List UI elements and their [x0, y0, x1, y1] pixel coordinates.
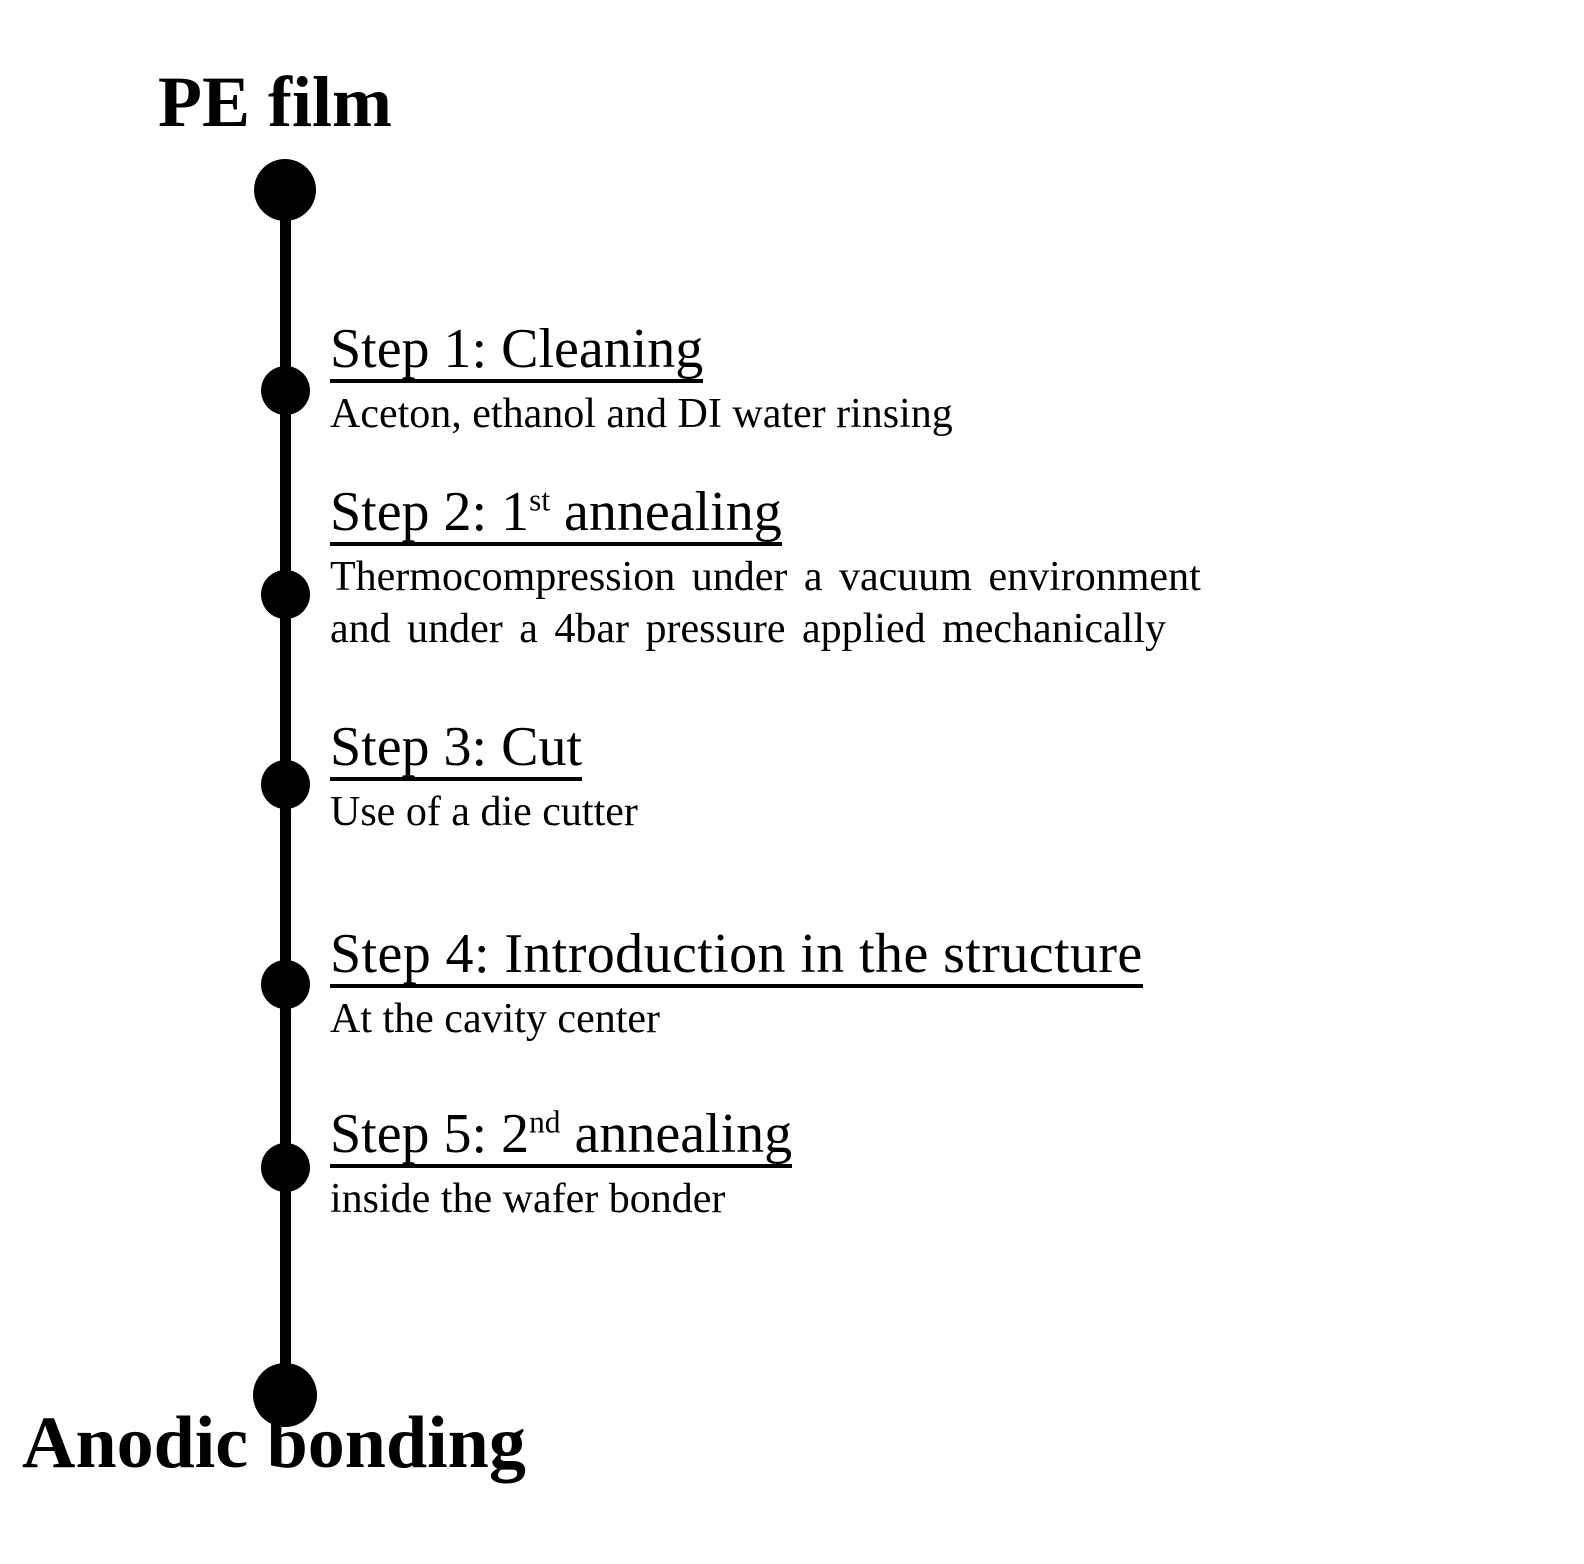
step-3-title-text: Step 3: Cut [330, 716, 583, 778]
timeline-node-step-4 [261, 960, 310, 1009]
step-5-description-line-1: inside the wafer bonder [330, 1176, 726, 1223]
step-2-title: Step 2: 1st annealing [330, 481, 782, 547]
step-3-title: Step 3: Cut [330, 716, 583, 782]
step-2-title-prefix: Step 2: 1 [330, 481, 530, 543]
timeline-node-step-1 [261, 366, 310, 415]
step-2-title-suffix: annealing [550, 481, 782, 543]
step-4-description: At the cavity center [330, 995, 1143, 1045]
step-5-description: inside the wafer bonder [330, 1175, 792, 1225]
step-block-1: Step 1: Cleaning Aceton, ethanol and DI … [330, 320, 953, 440]
timeline-node-start [254, 159, 316, 221]
step-block-4: Step 4: Introduction in the structure At… [330, 925, 1143, 1045]
step-block-3: Step 3: Cut Use of a die cutter [330, 718, 638, 838]
timeline-node-step-5 [261, 1143, 310, 1192]
step-2-title-superscript: st [529, 482, 551, 518]
timeline-node-step-2 [261, 570, 310, 619]
step-5-title-superscript: nd [529, 1104, 561, 1140]
step-3-description: Use of a die cutter [330, 788, 638, 838]
step-4-title-text: Step 4: Introduction in the structure [330, 923, 1143, 985]
step-block-2: Step 2: 1st annealing Thermocompression … [330, 483, 1201, 654]
step-3-description-line-1: Use of a die cutter [330, 789, 638, 836]
step-2-description-line-1: Thermocompression under a vacuum environ… [330, 554, 1201, 601]
step-1-description-line-1: Aceton, ethanol and DI water rinsing [330, 391, 953, 438]
step-5-title-prefix: Step 5: 2 [330, 1103, 530, 1165]
step-4-title: Step 4: Introduction in the structure [330, 923, 1143, 989]
step-2-description-line-2: and under a 4bar pressure applied mechan… [330, 605, 1166, 652]
step-4-description-line-1: At the cavity center [330, 996, 661, 1043]
step-2-description: Thermocompression under a vacuum environ… [330, 553, 1201, 654]
step-1-description: Aceton, ethanol and DI water rinsing [330, 390, 953, 440]
step-block-5: Step 5: 2nd annealing inside the wafer b… [330, 1103, 793, 1225]
step-1-title-text: Step 1: Cleaning [330, 318, 704, 380]
end-label: Anodic bonding [22, 1402, 526, 1484]
timeline-node-step-3 [261, 760, 310, 809]
step-5-title: Step 5: 2nd annealing [330, 1103, 793, 1169]
step-5-title-suffix: annealing [560, 1103, 793, 1165]
step-1-title: Step 1: Cleaning [330, 318, 704, 384]
timeline-node-end [253, 1363, 317, 1427]
start-label: PE film [158, 62, 392, 142]
